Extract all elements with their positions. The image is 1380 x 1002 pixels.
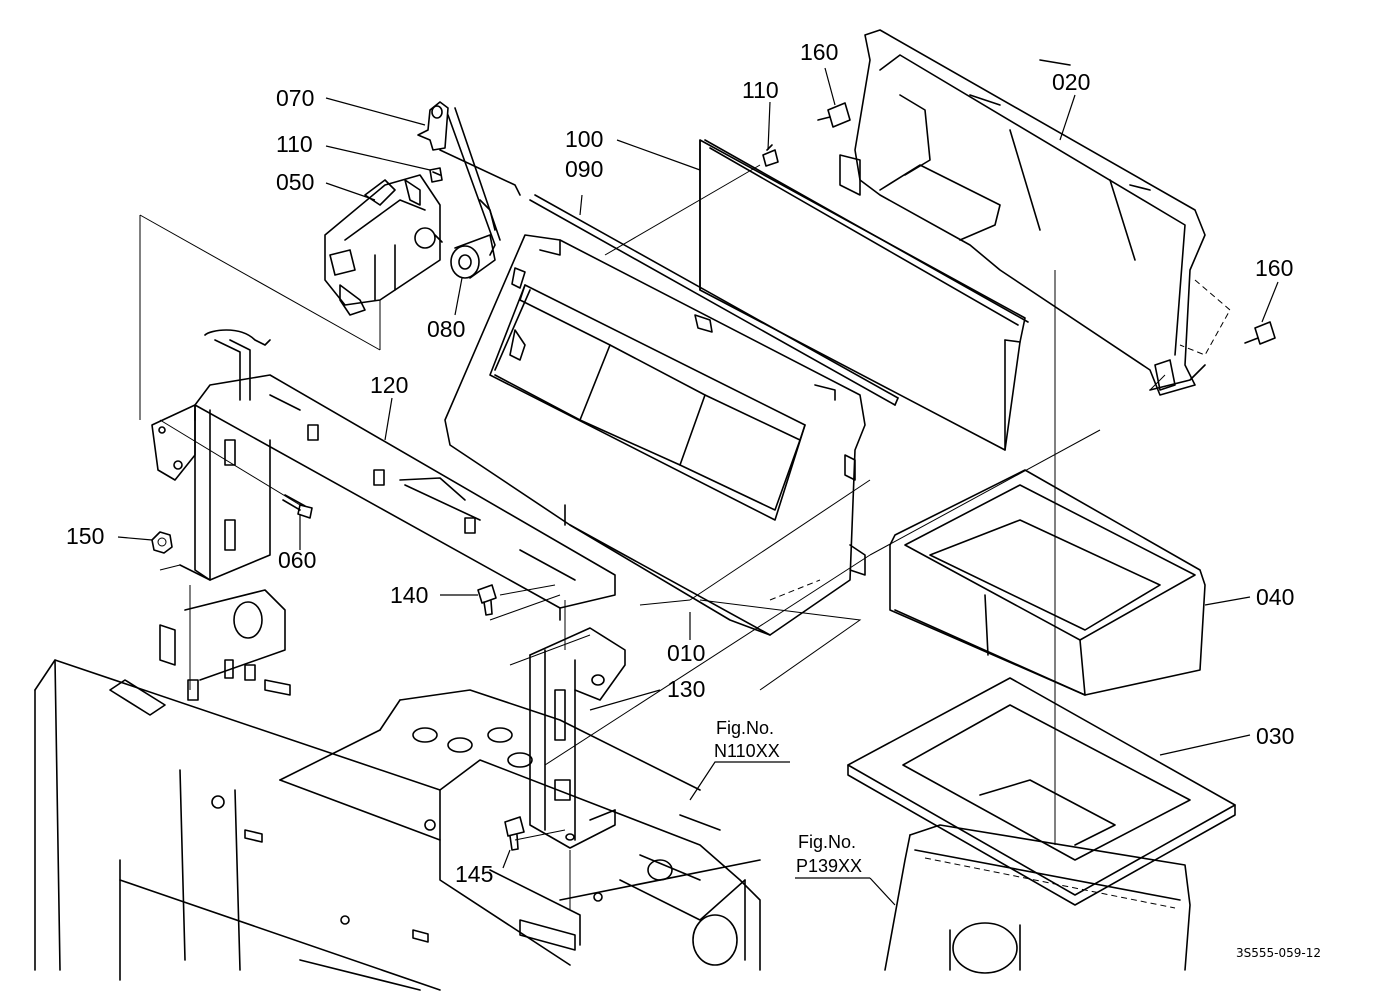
- screw-160-right: [1244, 321, 1276, 345]
- label-060: 060: [278, 547, 316, 573]
- bolt-140: [477, 584, 497, 616]
- screw-060: [282, 494, 313, 519]
- label-110-left: 110: [276, 131, 313, 157]
- base-studs: [187, 659, 429, 943]
- label-020: 020: [1052, 69, 1090, 95]
- housing-010: [444, 234, 866, 636]
- ref2-fig-label: Fig.No.: [798, 832, 856, 852]
- ref2-fig-number: P139XX: [796, 856, 862, 876]
- bracket-120: [151, 329, 616, 621]
- label-145: 145: [455, 861, 493, 887]
- drawing-code: 3S555-059-12: [1236, 946, 1321, 960]
- cover-020: [839, 29, 1231, 396]
- ref1-fig-number: N110XX: [714, 741, 780, 761]
- bracket-130: [529, 627, 626, 849]
- label-160-top: 160: [800, 39, 838, 65]
- label-030: 030: [1256, 723, 1294, 749]
- part-labels: 070 110 050 100 090 110 160 020 160 080 …: [66, 39, 1294, 887]
- label-150: 150: [66, 523, 104, 549]
- label-130: 130: [667, 676, 705, 702]
- rod-090: [529, 194, 899, 406]
- label-160-right: 160: [1255, 255, 1293, 281]
- figure-references: Fig.No. N110XX Fig.No. P139XX: [714, 718, 862, 876]
- screw-160-top: [817, 102, 851, 128]
- label-120: 120: [370, 372, 408, 398]
- actuator-050: [324, 174, 443, 316]
- duct-lower: [884, 824, 1191, 974]
- label-090: 090: [565, 156, 603, 182]
- label-110-right: 110: [742, 77, 779, 103]
- label-140: 140: [390, 582, 428, 608]
- gasket-030: [847, 677, 1236, 906]
- label-040: 040: [1256, 584, 1294, 610]
- nut-150: [151, 531, 173, 554]
- link-070: [417, 101, 521, 256]
- filter-100: [699, 139, 1029, 451]
- base-frame: [34, 589, 761, 991]
- screw-110-right: [762, 144, 779, 167]
- label-010: 010: [667, 640, 705, 666]
- cam-080: [450, 234, 496, 279]
- screw-110-left: [429, 167, 443, 183]
- bolt-145: [504, 816, 525, 851]
- label-070: 070: [276, 85, 314, 111]
- frame-040: [889, 469, 1206, 696]
- label-050: 050: [276, 169, 314, 195]
- leader-lines: [117, 67, 1279, 906]
- ref1-fig-label: Fig.No.: [716, 718, 774, 738]
- label-080: 080: [427, 316, 465, 342]
- assembly-lines: [139, 164, 1166, 910]
- label-100: 100: [565, 126, 603, 152]
